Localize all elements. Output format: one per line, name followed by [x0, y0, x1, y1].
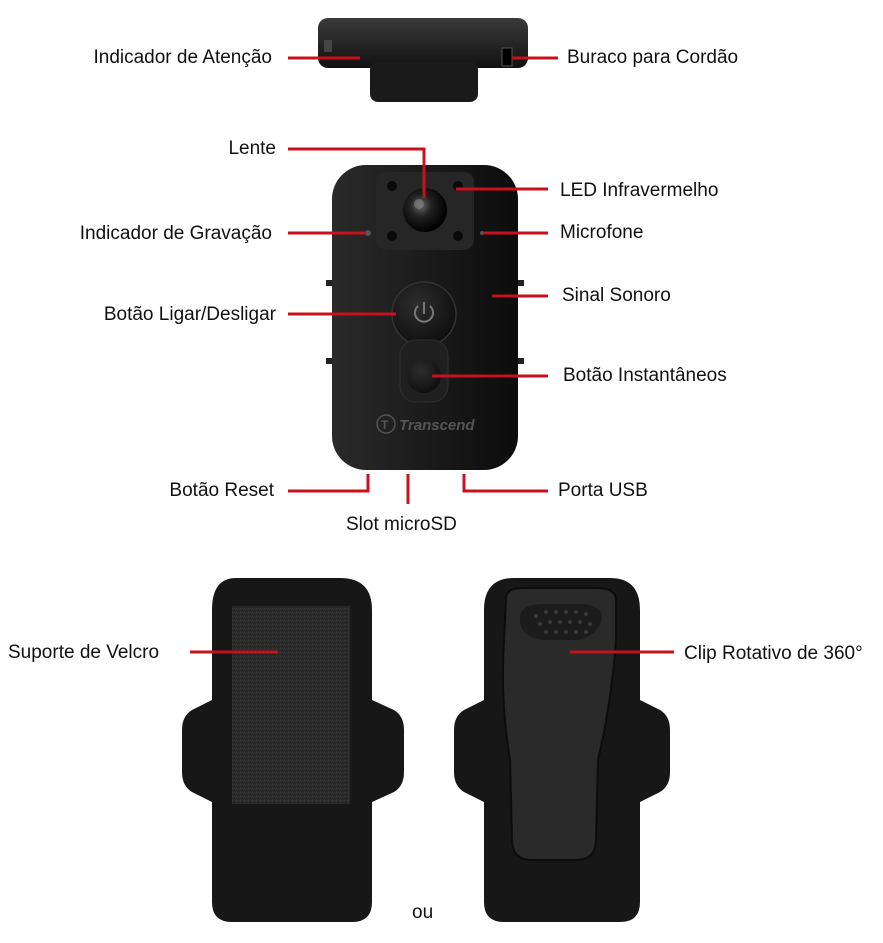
- top-view-body: [318, 18, 528, 68]
- leader-lines: [190, 56, 674, 654]
- leader-lens: [288, 147, 426, 198]
- power-icon: [414, 305, 434, 323]
- or-separator: ou: [412, 902, 434, 923]
- label-usb-port: Porta USB: [558, 480, 648, 501]
- lanyard-hole-part: [501, 47, 513, 67]
- label-rotating-clip: Clip Rotativo de 360°: [684, 643, 863, 664]
- clip-grip-dots: [534, 610, 592, 634]
- label-recording-indicator: Indicador de Gravação: [79, 223, 272, 244]
- clip-mount-view: [454, 578, 670, 922]
- label-velcro-mount: Suporte de Velcro: [8, 642, 160, 663]
- snapshot-button-part: [407, 359, 441, 393]
- label-speaker: Sinal Sonoro: [562, 285, 671, 306]
- brand-logo-icon-letter: T: [381, 418, 389, 432]
- lens-glass: [403, 188, 447, 232]
- label-snapshot-button: Botão Instantâneos: [563, 365, 727, 386]
- brand-logo-text: Transcend: [399, 417, 475, 434]
- lens-reflection: [414, 199, 424, 209]
- recording-indicator-part: [365, 230, 371, 236]
- leader-reset-button: [288, 474, 370, 493]
- label-microsd-slot: Slot microSD: [346, 514, 457, 535]
- label-reset-button: Botão Reset: [169, 480, 274, 501]
- brand-logo-icon: [376, 414, 396, 434]
- top-view: [318, 18, 528, 102]
- side-notch-left-bottom: [326, 358, 332, 364]
- leader-usb-port: [462, 474, 548, 493]
- top-view-mount: [370, 62, 478, 102]
- label-lanyard-hole: Buraco para Cordão: [567, 47, 739, 68]
- front-view: T Transcend: [326, 165, 524, 470]
- label-lens: Lente: [228, 138, 276, 159]
- side-notch-left-top: [326, 280, 332, 286]
- label-microphone: Microfone: [560, 222, 644, 243]
- velcro-pad: [232, 606, 350, 804]
- ir-led-3: [387, 231, 397, 241]
- ir-led-1: [387, 181, 397, 191]
- side-notch-right-top: [518, 280, 524, 286]
- label-power-button: Botão Ligar/Desligar: [103, 304, 276, 325]
- side-notch-right-bottom: [518, 358, 524, 364]
- label-infrared-led: LED Infravermelho: [560, 180, 719, 201]
- ir-led-4: [453, 231, 463, 241]
- rotating-clip-part: [501, 587, 617, 861]
- velcro-mount-view: [182, 578, 404, 922]
- microphone-part: [480, 231, 484, 235]
- attention-indicator-part: [324, 40, 332, 52]
- label-attention-indicator: Indicador de Atenção: [93, 47, 272, 68]
